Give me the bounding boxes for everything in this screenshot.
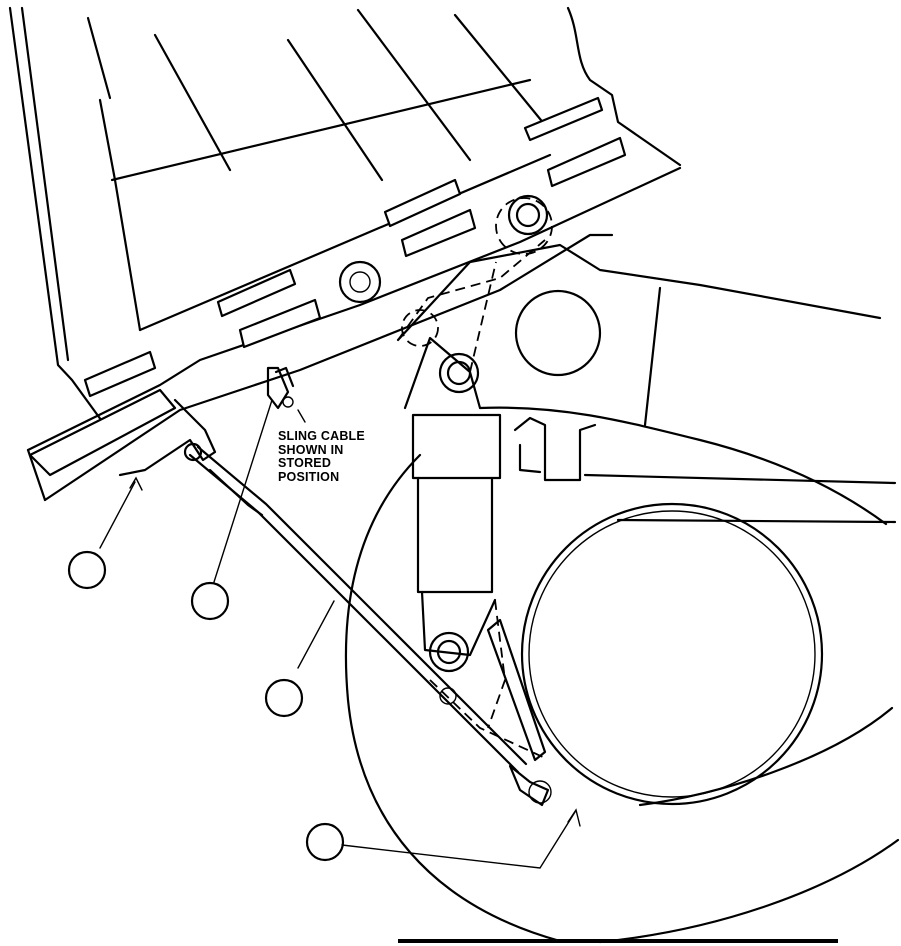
stored-cable-clip [266, 366, 295, 410]
leader-lines [99, 399, 581, 869]
index-balloons [67, 550, 345, 862]
drum-arc-right [598, 838, 900, 944]
index-balloon-1 [67, 550, 107, 590]
arm-pivot-hole [514, 289, 602, 377]
sling-cable [118, 398, 550, 807]
index-balloon-4 [305, 822, 345, 862]
round-drum [520, 473, 897, 807]
tilt-cylinder [403, 336, 502, 657]
cable-bracket [486, 416, 597, 762]
sling-cable-callout-label: SLING CABLE SHOWN IN STORED POSITION [278, 429, 365, 484]
bucket [8, 6, 682, 502]
index-balloon-3 [264, 678, 304, 718]
index-balloon-2 [190, 581, 230, 621]
loader-arm [396, 243, 888, 526]
pivot-pins [401, 194, 553, 804]
drum-arc [344, 453, 562, 943]
